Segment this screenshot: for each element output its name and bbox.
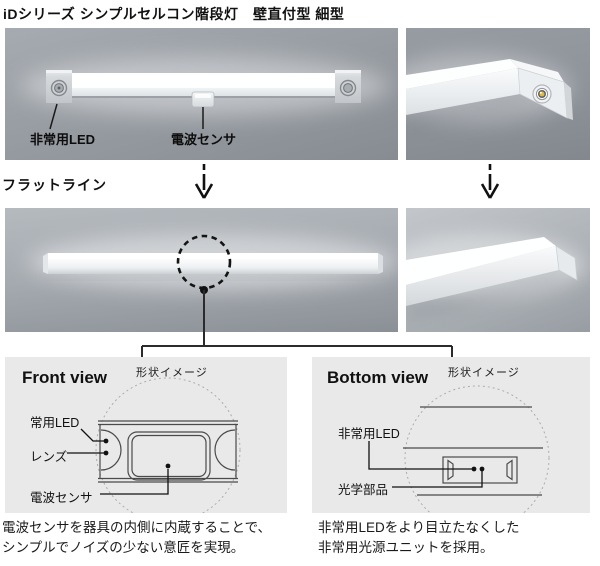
- bar-front-face: [48, 259, 378, 274]
- emergency-led-left-dot: [57, 86, 61, 90]
- label-radio-sensor: 電波センサ: [171, 132, 237, 147]
- bar-front-face: [406, 68, 520, 115]
- dot-emergency-led: [471, 466, 477, 472]
- photo-fixture-front: 非常用LED 電波センサ: [5, 28, 398, 160]
- lens-left-shape: [100, 429, 122, 471]
- endcap-closeup-illustration: [406, 54, 573, 128]
- arrow-down-right-icon: [480, 164, 500, 199]
- flatline-front-illustration: [28, 234, 398, 290]
- bottom-view-caption: 非常用LEDをより目立たなくした 非常用光源ユニットを採用。: [318, 518, 520, 558]
- cap-top-face: [510, 59, 564, 82]
- label-regular-led: 常用LED: [30, 416, 80, 430]
- front-view-panel: Front view 形状イメージ: [5, 357, 287, 513]
- label-lens: レンズ: [30, 450, 68, 464]
- front-view-caption-line1: 電波センサを器具の内側に内蔵することで、: [2, 520, 272, 535]
- sensor-window-inner: [131, 434, 207, 478]
- bottom-view-diagram: [368, 385, 550, 513]
- bar-top-face: [406, 59, 518, 89]
- label-emergency-led: 非常用LED: [30, 132, 96, 147]
- leader-optical-part: [392, 471, 483, 488]
- leader-sensor: [100, 469, 169, 495]
- bar-left-bevel: [43, 253, 48, 274]
- fixture-front-illustration: [20, 56, 390, 130]
- emergency-unit-outline: [442, 456, 518, 484]
- dot-lens: [103, 450, 109, 456]
- light-bar-core: [72, 75, 335, 88]
- bar-right-bevel: [378, 253, 383, 274]
- bottom-view-caption-line2: 非常用光源ユニットを採用。: [318, 540, 494, 555]
- cap-side-face: [564, 82, 573, 120]
- end-plate-right: [506, 459, 513, 481]
- photo-fixture-endcap-closeup: [406, 28, 590, 160]
- flatline-closeup-illustration: [406, 234, 586, 318]
- bar-end-face: [555, 245, 578, 281]
- leader-emergency-led: [49, 103, 58, 130]
- bar-top-edge: [48, 253, 378, 259]
- label-optical-part: 光学部品: [338, 483, 389, 497]
- front-view-caption-line2: シンプルでノイズの少ない意匠を実現。: [2, 540, 245, 555]
- emergency-led-right-inner: [343, 83, 353, 93]
- emergency-led-highlight: [539, 91, 542, 94]
- bottom-view-shape-note: 形状イメージ: [448, 367, 520, 379]
- front-view-heading: Front view: [22, 368, 108, 387]
- sensor-window-outer: [127, 431, 211, 481]
- end-cap-left-top-edge: [46, 70, 72, 73]
- front-view-diagram: [67, 377, 241, 513]
- diagram-dotted-circle: [404, 385, 550, 513]
- leader-regular-led: [80, 428, 105, 442]
- bar-top-face: [406, 237, 556, 285]
- arrow-down-left-icon: [194, 164, 214, 199]
- lens-right-shape: [214, 429, 236, 471]
- diagram-dotted-circle: [95, 377, 241, 513]
- end-plate-left: [447, 459, 454, 481]
- label-sensor-diagram: 電波センサ: [30, 491, 93, 505]
- dot-sensor: [165, 463, 171, 469]
- photo-flatline-front: [5, 208, 398, 332]
- lamp-shadow: [406, 96, 526, 128]
- radio-sensor-highlight: [195, 94, 211, 98]
- front-view-shape-note: 形状イメージ: [136, 367, 208, 379]
- dot-optical-part: [479, 466, 485, 472]
- bottom-view-heading: Bottom view: [327, 368, 429, 387]
- front-view-caption: 電波センサを器具の内側に内蔵することで、 シンプルでノイズの少ない意匠を実現。: [2, 518, 271, 558]
- page-title: iDシリーズ シンプルセルコン階段灯 壁直付型 細型: [3, 6, 345, 22]
- bottom-view-panel: Bottom view 形状イメージ 非常用LED 光学部品: [312, 357, 590, 513]
- label-emergency-led-diagram: 非常用LED: [338, 427, 400, 441]
- leader-emergency-led: [368, 441, 474, 470]
- lamp-shadow: [50, 275, 376, 279]
- end-cap-right-top-edge: [335, 70, 361, 73]
- dot-regular-led: [103, 438, 109, 444]
- flatline-section-label: フラットライン: [2, 177, 107, 193]
- photo-flatline-closeup: [406, 208, 590, 332]
- bottom-view-caption-line1: 非常用LEDをより目立たなくした: [318, 520, 520, 535]
